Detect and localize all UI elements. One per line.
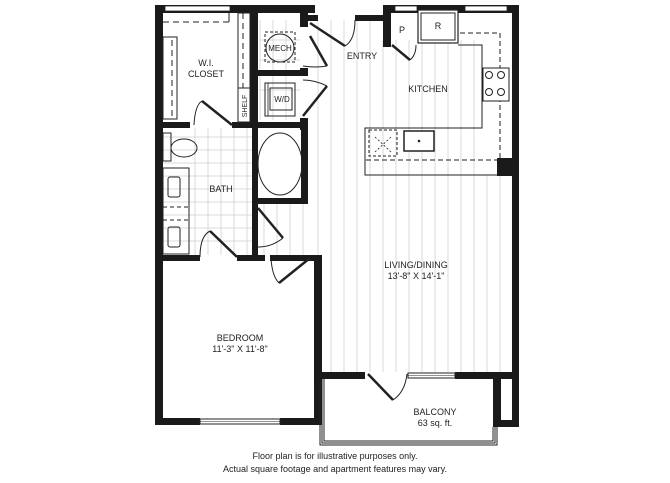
bath-tile-pattern <box>163 20 300 255</box>
living-label: LIVING/DINING <box>384 260 448 270</box>
closet-shelving <box>162 12 251 123</box>
entry-label: ENTRY <box>347 51 377 61</box>
washer-dryer <box>264 82 296 117</box>
pantry-label: P <box>399 25 405 35</box>
wd-label: W/D <box>274 95 290 104</box>
kitchen-label: KITCHEN <box>408 84 448 94</box>
kitchen-fixtures <box>364 9 510 176</box>
bedroom-dimensions: 11'-3" X 11'-8" <box>212 344 268 354</box>
closet-label-line1: W.I. <box>198 58 214 68</box>
wood-floor-pattern <box>263 20 501 372</box>
windows <box>164 5 508 425</box>
bath-label: BATH <box>209 184 232 194</box>
walls <box>155 5 519 427</box>
mech-label: MECH <box>268 44 292 53</box>
balcony-label: BALCONY <box>413 407 456 417</box>
disclaimer-line2: Actual square footage and apartment feat… <box>223 464 447 474</box>
room-labels: W.I. CLOSET SHELF MECH W/D ENTRY P R KIT… <box>188 21 457 428</box>
shelf-label: SHELF <box>242 95 249 118</box>
doors <box>193 19 417 401</box>
bedroom-label: BEDROOM <box>217 333 264 343</box>
mech-unit <box>264 31 296 63</box>
disclaimer-line1: Floor plan is for illustrative purposes … <box>252 451 418 461</box>
balcony-railing <box>319 379 498 446</box>
living-dimensions: 13'-8" X 14'-1" <box>388 271 445 281</box>
bath-fixtures <box>162 132 303 255</box>
balcony-area: 63 sq. ft. <box>418 418 453 428</box>
fridge-label: R <box>435 21 442 31</box>
closet-label-line2: CLOSET <box>188 69 225 79</box>
